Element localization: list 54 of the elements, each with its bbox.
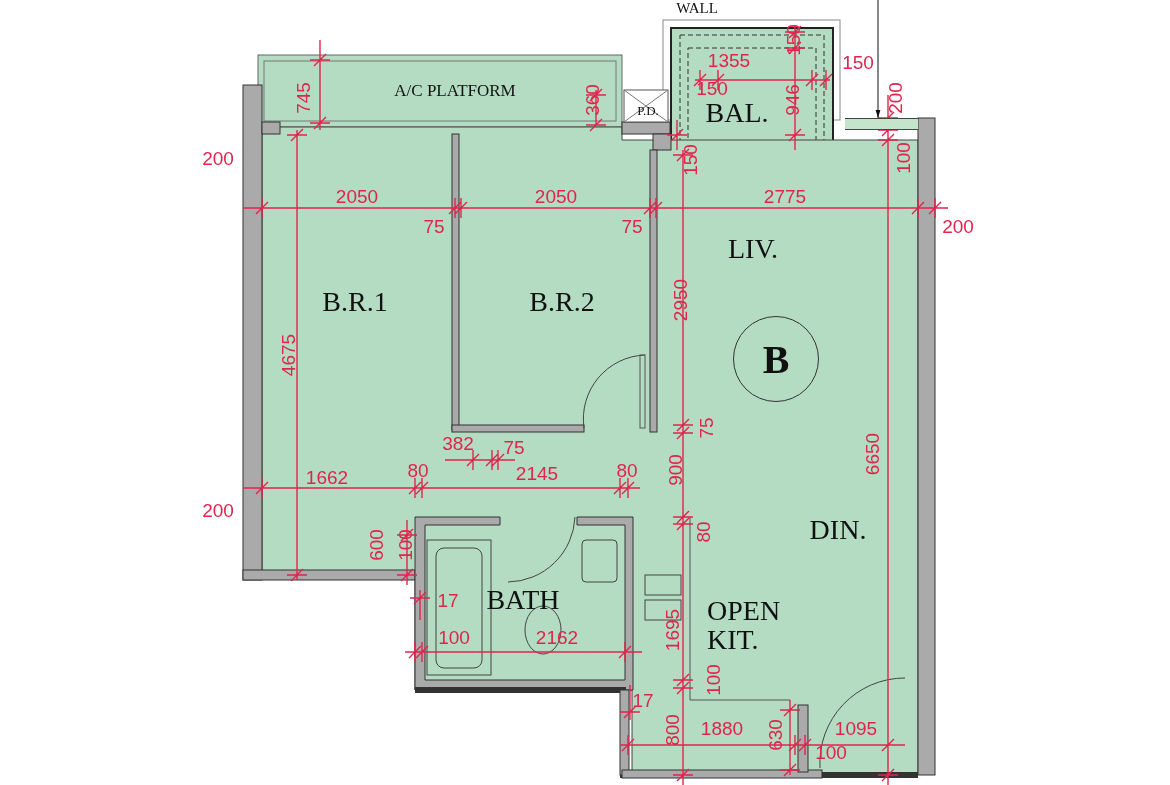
dimension-label: 1095 xyxy=(834,718,878,738)
dimension-label: 100 xyxy=(815,742,847,762)
wall-label: WALL xyxy=(676,0,718,16)
room-label: B.R.2 xyxy=(529,288,595,316)
dimension-label: 1880 xyxy=(700,718,744,738)
dimension-label: 360 xyxy=(582,84,602,116)
dimension-label: 2145 xyxy=(515,463,559,483)
room-label: P.D. xyxy=(637,103,659,117)
dimension-label: 75 xyxy=(696,417,716,439)
dimension-label: 17 xyxy=(437,590,459,610)
dimension-label: 75 xyxy=(503,437,525,457)
dimension-label: 200 xyxy=(885,82,905,114)
dimension-label: 600 xyxy=(366,529,386,561)
dimension-label: 2050 xyxy=(335,186,379,206)
dimension-label: 800 xyxy=(662,714,682,746)
dimension-label: 2050 xyxy=(534,186,578,206)
dimension-label: 200 xyxy=(202,500,234,520)
dimension-label: 6650 xyxy=(862,432,882,476)
dimension-label: 4675 xyxy=(278,333,298,377)
dimension-label: 100 xyxy=(395,529,415,561)
dimension-label: 382 xyxy=(442,433,474,453)
dimension-label: 1695 xyxy=(662,608,682,652)
dimension-label: 1662 xyxy=(305,467,349,487)
dimension-label: 150 xyxy=(680,144,700,176)
dimension-label: 100 xyxy=(438,627,470,647)
leader-arrow xyxy=(875,0,881,119)
room-label: BATH xyxy=(486,586,560,614)
wall-segment xyxy=(845,118,918,130)
dimension-label: 2950 xyxy=(670,278,690,322)
dimension-label: 150 xyxy=(842,52,874,72)
dimension-label: 946 xyxy=(782,84,802,116)
room-label: DIN. xyxy=(809,516,867,544)
dimension-label: 75 xyxy=(423,216,445,236)
dimension-label: 630 xyxy=(765,719,785,751)
dimension-label: 1355 xyxy=(707,50,751,70)
dimension-label: 80 xyxy=(407,460,429,480)
dimension-label: 80 xyxy=(693,521,713,543)
dimension-label: 80 xyxy=(616,460,638,480)
dimension-label: 75 xyxy=(621,216,643,236)
room-label: B.R.1 xyxy=(322,288,388,316)
dimension-label: 2775 xyxy=(763,186,807,206)
dimension-label: 2162 xyxy=(535,627,579,647)
dimension-label: 200 xyxy=(202,148,234,168)
dimension-label: 17 xyxy=(632,690,654,710)
room-label: BAL. xyxy=(705,99,769,127)
dimension-label: 100 xyxy=(703,664,723,696)
dimension-label: 900 xyxy=(665,454,685,486)
room-label: OPEN KIT. xyxy=(707,595,782,655)
room-label: A/C PLATFORM xyxy=(394,81,516,99)
dimension-label: 200 xyxy=(942,216,974,236)
room-label: LIV. xyxy=(728,235,778,263)
dimension-label: 100 xyxy=(893,142,913,174)
dimension-label: 745 xyxy=(293,82,313,114)
dimension-label: 150 xyxy=(696,78,728,98)
